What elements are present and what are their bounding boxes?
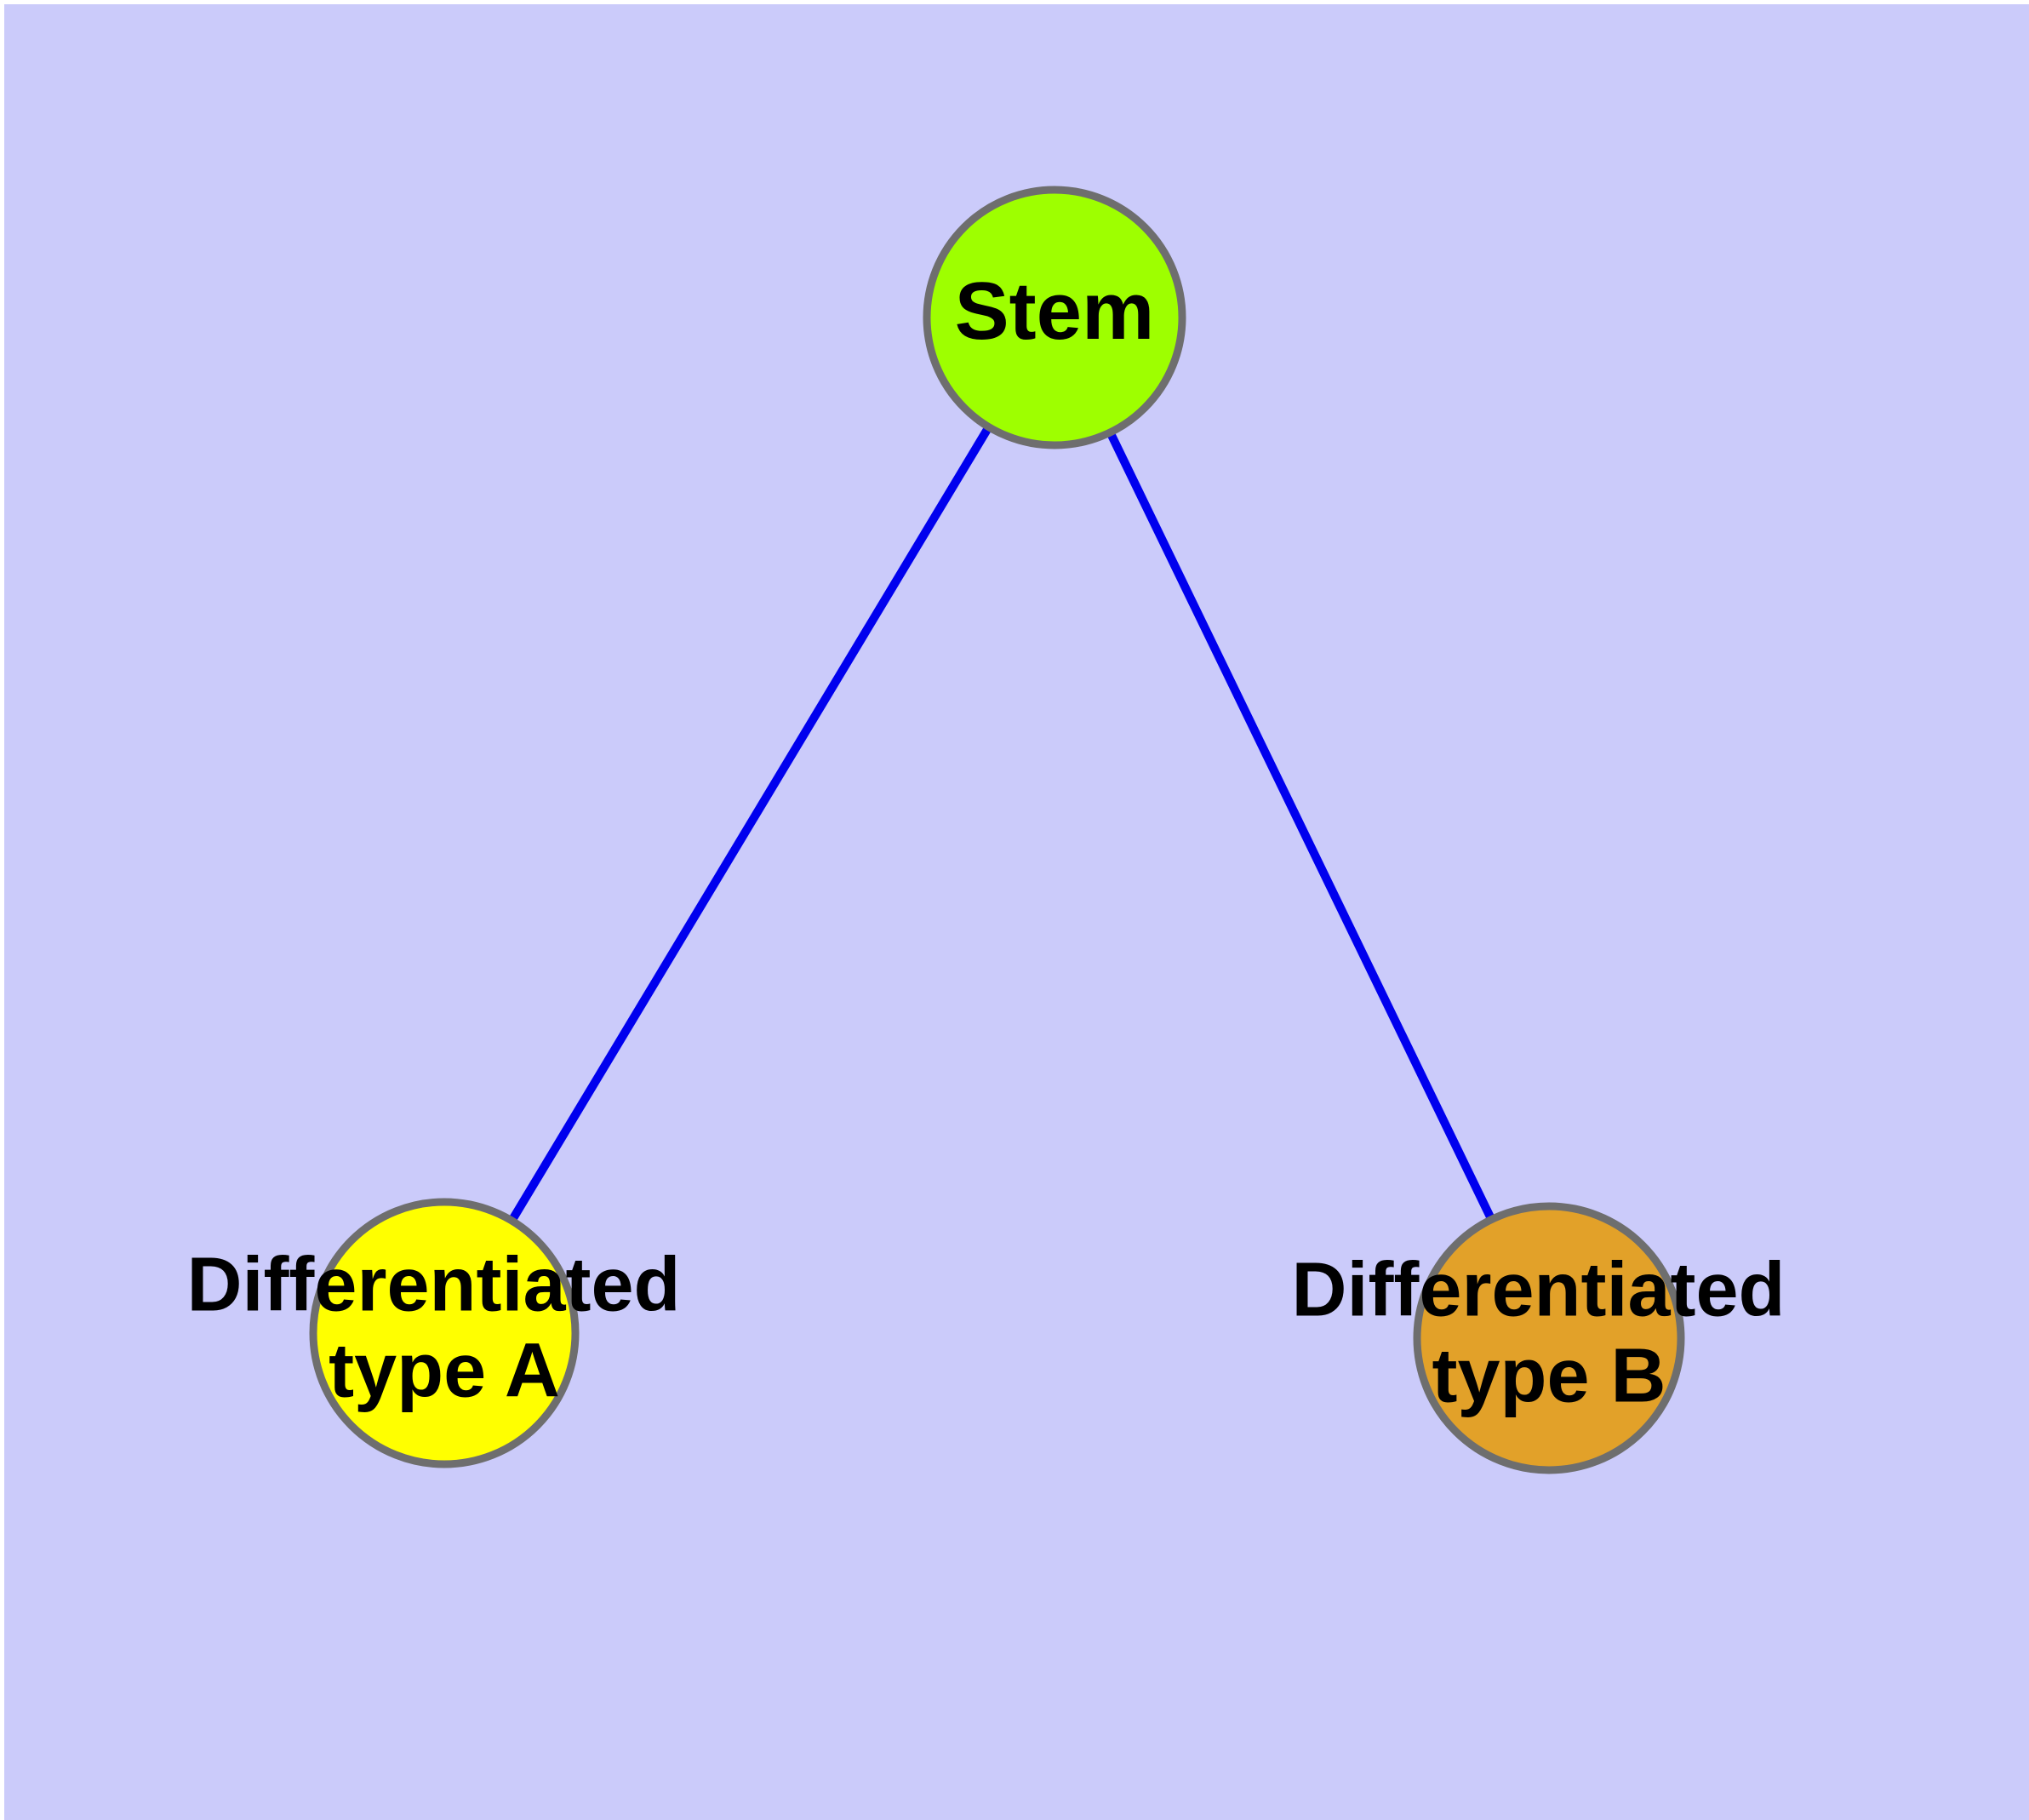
node-label-differentiated-type-a: Differentiated type A [186, 1242, 701, 1413]
node-circle-differentiated-type-b[interactable] [1413, 1202, 1685, 1474]
node-circle-differentiated-type-a[interactable] [309, 1198, 580, 1468]
node-circle-stem[interactable] [923, 186, 1186, 449]
edge-layer [440, 315, 1553, 1341]
node-differentiated-type-b[interactable]: Differentiated type B [1291, 1202, 1806, 1474]
edge-stem-to-differentiated-type-b[interactable] [1050, 315, 1553, 1341]
edge-stem-to-differentiated-type-a[interactable] [440, 315, 1059, 1336]
node-differentiated-type-a[interactable]: Differentiated type A [186, 1198, 701, 1468]
node-label-differentiated-type-b: Differentiated type B [1291, 1247, 1806, 1418]
node-stem[interactable]: Stem [923, 186, 1186, 449]
node-label-stem: Stem [955, 266, 1155, 357]
